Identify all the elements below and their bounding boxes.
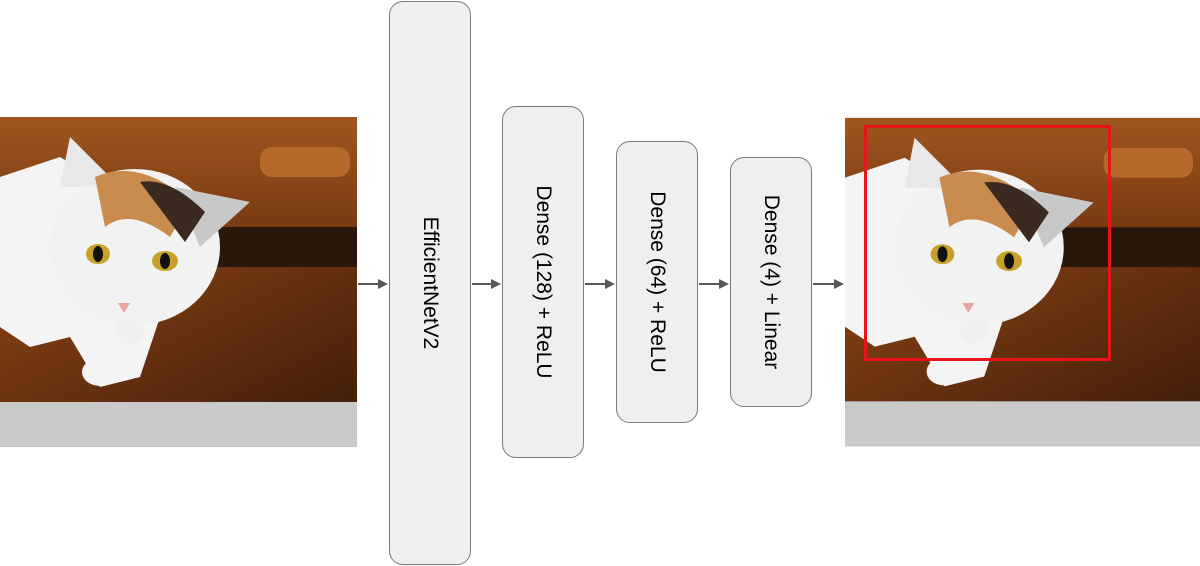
predicted-bounding-box: [864, 125, 1111, 361]
dense-64-relu-block: Dense (64) + ReLU: [616, 141, 698, 423]
output-cat-image: [845, 117, 1200, 447]
dense-128-relu-block: Dense (128) + ReLU: [502, 106, 584, 458]
cat-photo-icon: [845, 117, 1200, 447]
input-cat-image: [0, 117, 357, 447]
efficientnetv2-block: EfficientNetV2: [389, 1, 471, 565]
cat-photo-icon: [0, 117, 357, 447]
dense-4-linear-block: Dense (4) + Linear: [730, 157, 812, 407]
